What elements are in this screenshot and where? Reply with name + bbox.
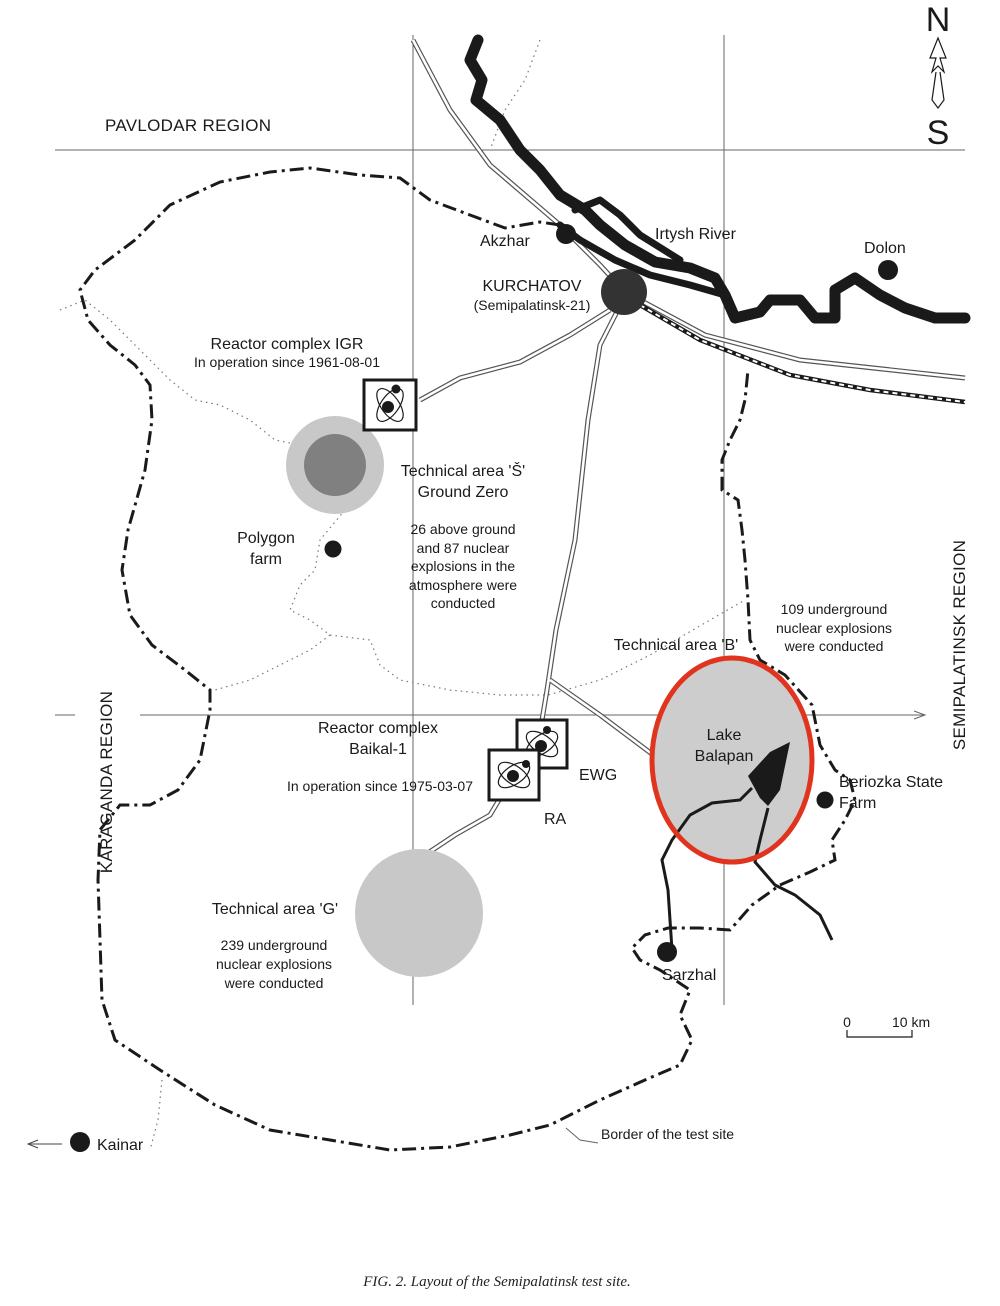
ground-zero-core bbox=[304, 434, 366, 496]
label-area-g-note-2: nuclear explosions bbox=[216, 956, 332, 972]
grid-arrow-east bbox=[913, 710, 927, 720]
technical-area-g bbox=[355, 849, 483, 977]
label-lake-2: Balapan bbox=[695, 748, 754, 765]
label-polygon-farm-1: Polygon bbox=[237, 530, 295, 547]
dolon-marker bbox=[878, 260, 898, 280]
region-semipalatinsk: SEMIPALATINSK REGION bbox=[950, 540, 969, 750]
label-area-b-note-1: 109 underground bbox=[781, 601, 888, 617]
border-leader bbox=[565, 1127, 599, 1144]
dotted-path-center bbox=[329, 599, 746, 696]
scale-ten: 10 km bbox=[892, 1014, 930, 1030]
kainar-arrow bbox=[26, 1139, 62, 1149]
compass-north: N bbox=[926, 1, 951, 39]
test-site-border bbox=[78, 166, 857, 1152]
label-sarzhal: Sarzhal bbox=[662, 967, 716, 984]
label-ra: RA bbox=[544, 811, 567, 828]
scale-bar: 0 10 km bbox=[843, 1014, 930, 1038]
label-beriozka-1: Beriozka State bbox=[839, 774, 943, 791]
label-beriozka-2: Farm bbox=[839, 795, 876, 812]
sarzhal-marker bbox=[657, 942, 677, 962]
label-area-s-title-2: Ground Zero bbox=[418, 484, 509, 501]
label-reactor-baikal-1: Reactor complex bbox=[318, 720, 438, 737]
reactor-ra-icon bbox=[487, 748, 541, 802]
label-reactor-baikal-since: In operation since 1975-03-07 bbox=[287, 778, 473, 794]
label-polygon-farm-2: farm bbox=[250, 551, 282, 568]
ground-zero bbox=[286, 416, 384, 514]
label-kurchatov-alt: (Semipalatinsk-21) bbox=[474, 297, 591, 313]
label-area-s-note-2: and 87 nuclear bbox=[417, 540, 510, 556]
label-lake-1: Lake bbox=[707, 727, 742, 744]
dotted-boundaries bbox=[59, 39, 746, 1151]
label-area-s-note-1: 26 above ground bbox=[410, 521, 515, 537]
railway bbox=[638, 303, 966, 405]
lake-balapan-shape bbox=[748, 742, 790, 806]
label-area-g-title: Technical area 'G' bbox=[212, 901, 338, 918]
label-border: Border of the test site bbox=[601, 1126, 734, 1142]
label-area-s-note-4: atmosphere were bbox=[409, 577, 517, 593]
label-akzhar: Akzhar bbox=[480, 233, 530, 250]
polygon-farm-marker bbox=[324, 540, 342, 558]
label-irtysh: Irtysh River bbox=[655, 226, 737, 243]
label-reactor-igr: Reactor complex IGR bbox=[211, 336, 364, 353]
label-ewg: EWG bbox=[579, 767, 617, 784]
label-area-g-note-3: were conducted bbox=[224, 975, 324, 991]
north-arrow: N S bbox=[926, 1, 951, 152]
label-area-b-note-3: were conducted bbox=[784, 638, 884, 654]
kainar-marker bbox=[70, 1132, 90, 1152]
compass-south: S bbox=[927, 114, 950, 152]
dotted-path-southwest bbox=[149, 1079, 163, 1151]
label-kainar: Kainar bbox=[97, 1137, 144, 1154]
dotted-path-north bbox=[489, 39, 541, 151]
label-area-g-note-1: 239 underground bbox=[221, 937, 328, 953]
lake-balapan-area bbox=[654, 660, 810, 860]
label-reactor-igr-since: In operation since 1961-08-01 bbox=[194, 354, 380, 370]
label-area-b-note-2: nuclear explosions bbox=[776, 620, 892, 636]
settlement-markers bbox=[70, 224, 898, 1152]
scale-zero: 0 bbox=[843, 1014, 851, 1030]
dotted-path-west bbox=[59, 299, 301, 446]
compass-arrow-icon bbox=[929, 36, 947, 109]
region-pavlodar: PAVLODAR REGION bbox=[105, 116, 271, 135]
region-karaganda: KARAGANDA REGION bbox=[97, 691, 116, 873]
label-area-b-title: Technical area 'B' bbox=[614, 637, 738, 654]
label-reactor-baikal-2: Baikal-1 bbox=[349, 741, 407, 758]
lake-streams bbox=[660, 786, 834, 951]
beriozka-marker bbox=[816, 791, 834, 809]
label-dolon: Dolon bbox=[864, 240, 906, 257]
highlight-ellipse bbox=[649, 655, 815, 865]
irtysh-river bbox=[464, 34, 971, 324]
label-kurchatov: KURCHATOV bbox=[483, 278, 582, 295]
akzhar-marker bbox=[556, 224, 576, 244]
label-area-s-note-3: explosions in the bbox=[411, 558, 516, 574]
figure-caption: FIG. 2. Layout of the Semipalatinsk test… bbox=[362, 1274, 630, 1290]
technical-area-b bbox=[649, 655, 834, 951]
label-area-s-title-1: Technical area 'Š' bbox=[401, 461, 525, 480]
kurchatov-marker bbox=[601, 269, 647, 315]
label-area-s-note-5: conducted bbox=[431, 595, 496, 611]
reactor-igr-icon bbox=[362, 378, 418, 432]
